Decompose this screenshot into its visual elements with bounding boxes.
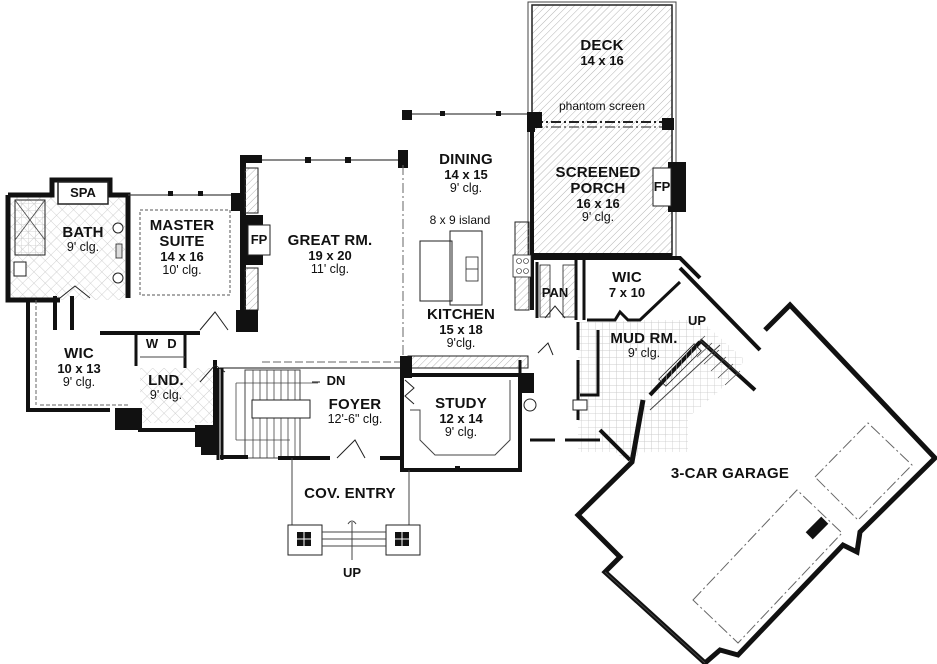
room-ceiling: 11' clg. bbox=[310, 262, 350, 277]
room-size: 14 x 16 bbox=[580, 53, 624, 69]
stairs-up-entry-label: UP bbox=[342, 565, 362, 580]
room-ceiling: 9' clg. bbox=[66, 240, 100, 255]
room-ceiling: 9' clg. bbox=[62, 375, 96, 390]
great-room-fireplace-label: FP bbox=[250, 232, 268, 247]
room-label-bath: BATH 9' clg. bbox=[62, 224, 104, 255]
phantom-screen-note: phantom screen bbox=[558, 99, 646, 113]
master-suite-area bbox=[128, 160, 271, 332]
room-name: BATH bbox=[62, 224, 104, 241]
room-name: WIC bbox=[612, 269, 642, 286]
room-size: 7 x 10 bbox=[608, 285, 646, 301]
room-ceiling: 12'-6" clg. bbox=[327, 412, 383, 427]
room-name-line2: PORCH bbox=[570, 180, 626, 198]
room-label-deck: DECK 14 x 16 bbox=[580, 37, 624, 69]
room-size: 19 x 20 bbox=[308, 248, 352, 264]
wic-laundry-area bbox=[26, 300, 226, 447]
room-ceiling: 10' clg. bbox=[162, 263, 202, 278]
room-label-foyer: FOYER 12'-6" clg. bbox=[327, 396, 383, 427]
room-name: COV. ENTRY bbox=[304, 485, 396, 502]
garage-area bbox=[574, 301, 937, 664]
stairs-up-mud-label: UP bbox=[687, 313, 707, 328]
room-label-garage: 3-CAR GARAGE bbox=[670, 465, 790, 482]
great-room-area bbox=[240, 150, 408, 363]
room-label-study: STUDY 12 x 14 9' clg. bbox=[435, 395, 487, 440]
room-name: 3-CAR GARAGE bbox=[670, 465, 790, 482]
room-ceiling: 9' clg. bbox=[149, 388, 183, 403]
room-name: FOYER bbox=[328, 396, 382, 413]
room-name: MASTER bbox=[149, 217, 215, 234]
covered-entry-area bbox=[287, 458, 421, 560]
room-size: 14 x 15 bbox=[444, 167, 488, 183]
room-size: 16 x 16 bbox=[576, 196, 620, 212]
spa-label: SPA bbox=[70, 185, 96, 200]
room-name-line2: SUITE bbox=[159, 233, 205, 251]
room-name: DECK bbox=[580, 37, 624, 54]
room-ceiling: 9' clg. bbox=[581, 210, 615, 225]
foyer-area bbox=[201, 367, 402, 460]
room-label-screened-porch: SCREENED PORCH 16 x 16 9' clg. bbox=[555, 164, 641, 225]
room-label-master-suite: MASTER SUITE 14 x 16 10' clg. bbox=[149, 217, 215, 278]
dryer-label: D bbox=[167, 336, 177, 351]
room-ceiling: 9'clg. bbox=[446, 336, 476, 351]
room-label-wic-2: WIC 7 x 10 bbox=[608, 269, 646, 301]
room-name: WIC bbox=[64, 345, 94, 362]
room-label-great-room: GREAT RM. 19 x 20 11' clg. bbox=[287, 232, 373, 277]
room-size: 12 x 14 bbox=[439, 411, 483, 427]
room-name: STUDY bbox=[435, 395, 487, 412]
room-label-master-wic: WIC 10 x 13 9' clg. bbox=[57, 345, 101, 390]
room-name: SCREENED bbox=[555, 164, 641, 181]
room-label-kitchen: KITCHEN 15 x 18 9'clg. bbox=[426, 306, 496, 351]
island-note: 8 x 9 island bbox=[429, 213, 491, 227]
room-ceiling: 9' clg. bbox=[449, 181, 483, 196]
room-size: 15 x 18 bbox=[439, 322, 483, 338]
deck-area bbox=[527, 1, 686, 259]
room-name: KITCHEN bbox=[426, 306, 496, 323]
pantry-label: PAN bbox=[541, 285, 569, 300]
bath-area bbox=[5, 177, 131, 330]
washer-label: W bbox=[145, 336, 159, 351]
room-name: MUD RM. bbox=[610, 330, 678, 347]
room-name: DINING bbox=[439, 151, 493, 168]
study-area bbox=[400, 356, 522, 472]
room-size: 14 x 16 bbox=[160, 249, 204, 265]
room-label-mud-room: MUD RM. 9' clg. bbox=[610, 330, 678, 361]
room-label-dining: DINING 14 x 15 9' clg. bbox=[439, 151, 493, 196]
room-size: 10 x 13 bbox=[57, 361, 101, 377]
room-label-laundry: LND. 9' clg. bbox=[148, 372, 184, 403]
room-label-cov-entry: COV. ENTRY bbox=[304, 485, 396, 502]
room-ceiling: 9' clg. bbox=[627, 346, 661, 361]
dining-kitchen-area bbox=[400, 110, 535, 378]
room-name: GREAT RM. bbox=[287, 232, 373, 249]
porch-fireplace-label: FP bbox=[653, 179, 671, 194]
stairs-down-label: DN bbox=[326, 373, 346, 388]
room-name: LND. bbox=[148, 372, 184, 389]
room-ceiling: 9' clg. bbox=[444, 425, 478, 440]
